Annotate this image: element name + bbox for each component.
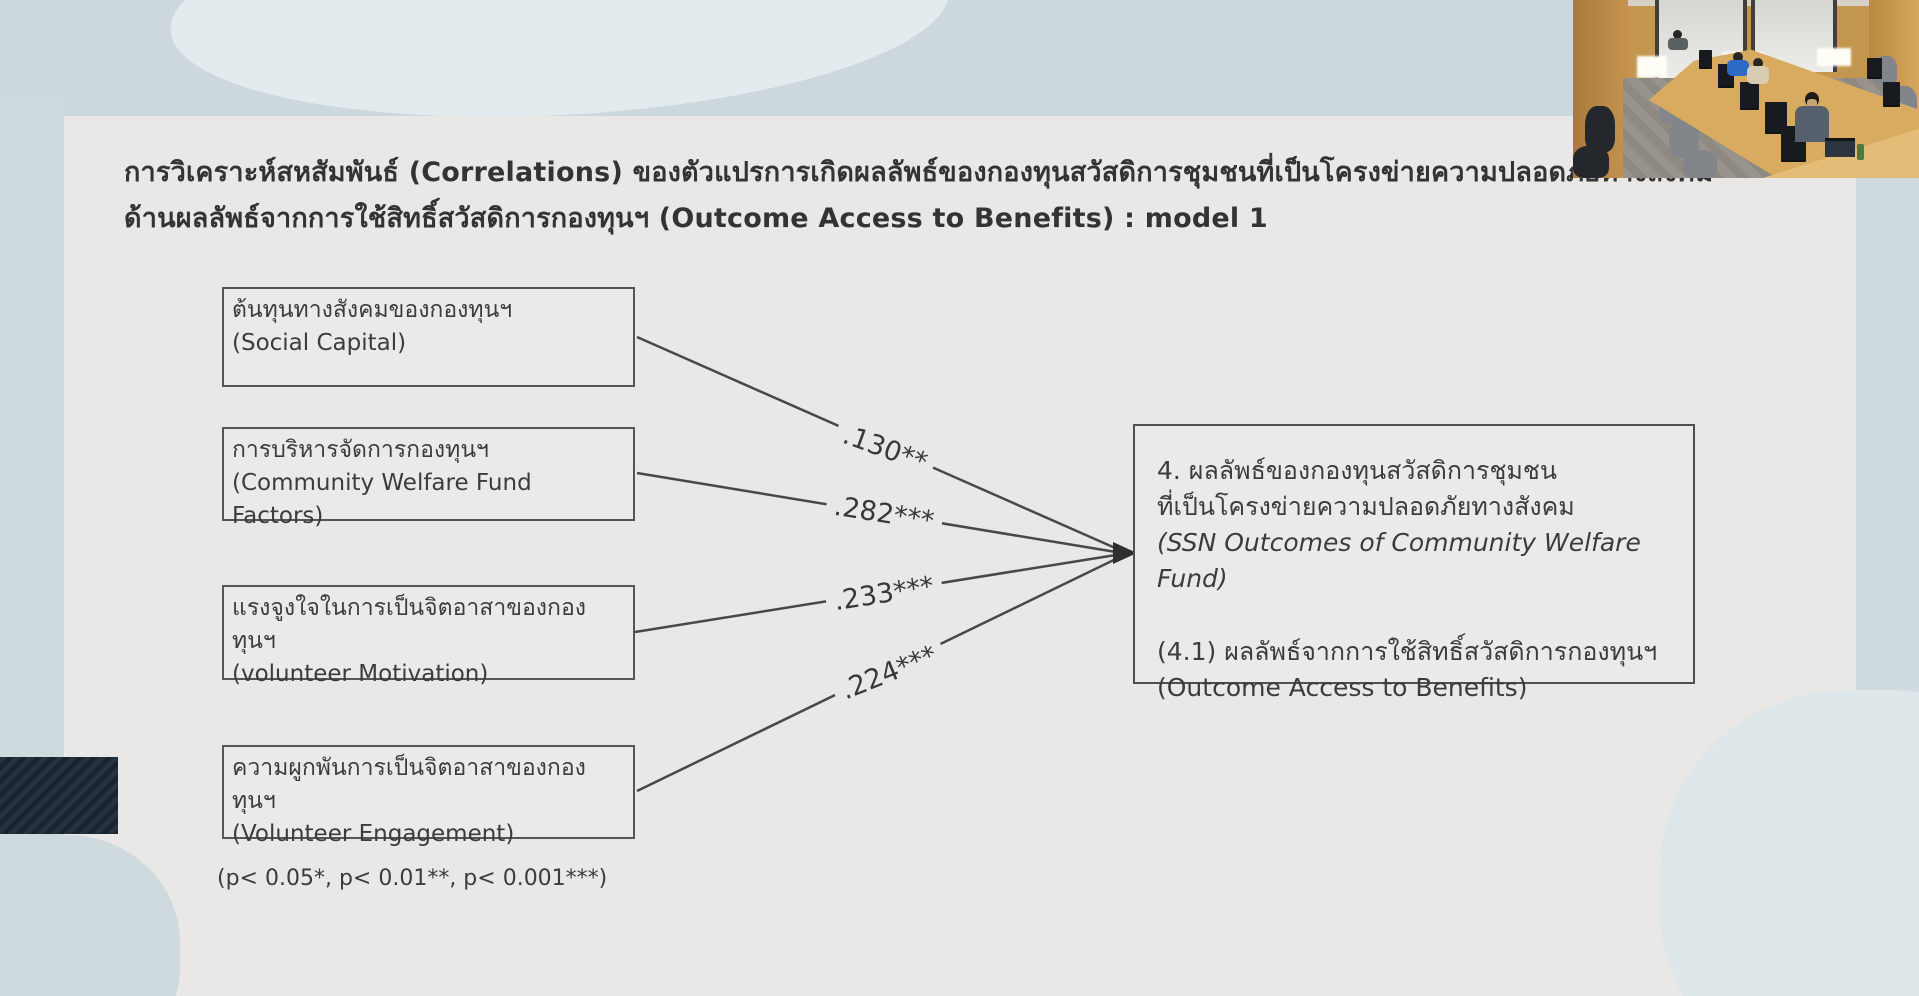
slide-accent-striped-box — [0, 757, 118, 834]
webcam-window-glow — [1817, 48, 1851, 66]
webcam-monitor — [1883, 82, 1900, 105]
predictor-box-volunteer-motivation: แรงจูงใจในการเป็นจิตอาสาของกองทุนฯ (volu… — [222, 585, 635, 687]
webcam-monitor — [1699, 50, 1712, 67]
webcam-chair — [1585, 106, 1615, 152]
slide-title-line2: ด้านผลลัพธ์จากการใช้สิทธิ์สวัสดิการกองทุ… — [124, 203, 1268, 234]
webcam-monitor — [1867, 58, 1882, 77]
path-coefficient-1: .130** — [830, 415, 940, 483]
predictor-box-fund-management: การบริหารจัดการกองทุนฯ (Community Welfar… — [222, 427, 635, 529]
outcome-sub-en: (Outcome Access to Benefits) — [1157, 673, 1528, 702]
path-coefficient-3: .233*** — [823, 568, 945, 620]
predictor-box-volunteer-engagement: ความผูกพันการเป็นจิตอาสาของกองทุนฯ (Volu… — [222, 745, 635, 847]
significance-note: (p< 0.05*, p< 0.01**, p< 0.001***) — [217, 866, 608, 891]
webcam-person — [1668, 38, 1688, 50]
slide-title: การวิเคราะห์สหสัมพันธ์ (Correlations) ขอ… — [124, 150, 1713, 242]
predictor-label-th: ความผูกพันการเป็นจิตอาสาของกองทุนฯ — [232, 755, 586, 814]
predictor-label-en: (Community Welfare Fund Factors) — [232, 470, 532, 529]
webcam-person — [1753, 58, 1763, 68]
outcome-sub-th: (4.1) ผลลัพธ์จากการใช้สิทธิ์สวัสดิการกอง… — [1157, 637, 1658, 666]
predictor-box-social-capital: ต้นทุนทางสังคมของกองทุนฯ (Social Capital… — [222, 287, 635, 387]
webcam-window-glow — [1637, 56, 1667, 78]
webcam-bottle — [1857, 144, 1864, 160]
webcam-person-face — [1807, 99, 1817, 107]
webcam-chair — [1573, 146, 1609, 178]
outcome-title-th2: ที่เป็นโครงข่ายความปลอดภัยทางสังคม — [1157, 492, 1575, 521]
outcome-title-en: (SSN Outcomes of Community Welfare Fund) — [1157, 528, 1641, 593]
predictor-label-en: (volunteer Motivation) — [232, 661, 489, 687]
webcam-feed — [1573, 0, 1919, 178]
webcam-person-tan-shirt — [1747, 66, 1769, 84]
path-coefficient-2: .282*** — [823, 488, 945, 540]
predictor-label-th: แรงจูงใจในการเป็นจิตอาสาของกองทุนฯ — [232, 595, 586, 654]
predictor-label-en: (Social Capital) — [232, 330, 407, 356]
slide-title-line1: การวิเคราะห์สหสัมพันธ์ (Correlations) ขอ… — [124, 157, 1714, 188]
webcam-monitor — [1740, 82, 1759, 108]
predictor-label-th: ต้นทุนทางสังคมของกองทุนฯ — [232, 297, 513, 323]
background-bottom-right-shape — [1660, 690, 1919, 996]
webcam-person-suit — [1795, 106, 1829, 142]
webcam-person — [1733, 52, 1743, 62]
webcam-laptop — [1825, 138, 1855, 157]
outcome-box: 4. ผลลัพธ์ของกองทุนสวัสดิการชุมชน ที่เป็… — [1133, 424, 1695, 702]
path-coefficient-4: .224*** — [828, 635, 950, 711]
webcam-monitor — [1765, 102, 1787, 132]
background-bottom-left-shape — [0, 835, 180, 996]
webcam-chair — [1683, 150, 1717, 178]
predictor-label-th: การบริหารจัดการกองทุนฯ — [232, 437, 489, 463]
outcome-title-th1: 4. ผลลัพธ์ของกองทุนสวัสดิการชุมชน — [1157, 456, 1557, 485]
predictor-label-en: (Volunteer Engagement) — [232, 821, 515, 847]
webcam-person — [1673, 30, 1682, 39]
webcam-person-blue-shirt — [1727, 60, 1749, 76]
